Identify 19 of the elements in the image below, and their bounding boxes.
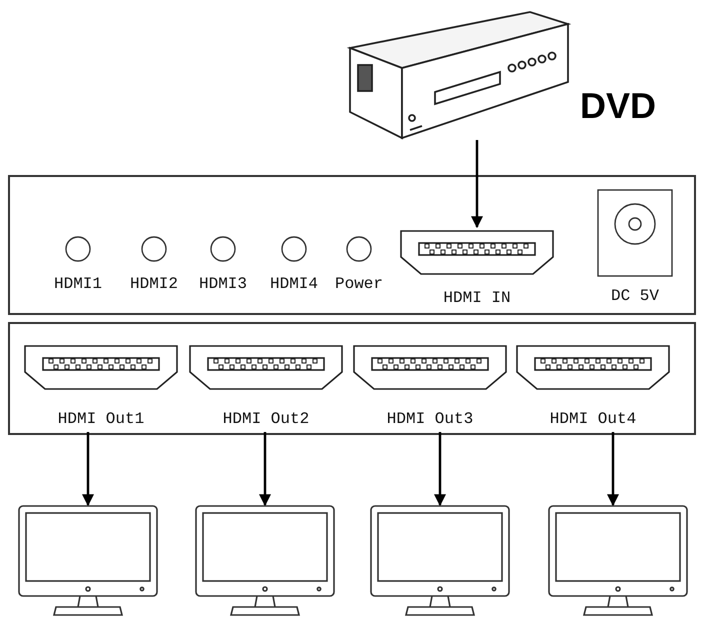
arrow bbox=[82, 432, 94, 506]
port-label: HDMI Out4 bbox=[550, 410, 636, 428]
port-label: Power bbox=[334, 275, 383, 293]
device-panel bbox=[8, 175, 696, 315]
port-label: HDMI3 bbox=[198, 275, 247, 293]
arrow bbox=[607, 432, 619, 506]
arrow bbox=[259, 432, 271, 506]
port-label: DC 5V bbox=[610, 287, 659, 305]
device-label: DVD bbox=[580, 85, 656, 127]
port-label: HDMI IN bbox=[443, 289, 511, 307]
port-label: HDMI4 bbox=[270, 275, 318, 293]
device-panel bbox=[8, 322, 696, 435]
port-label: HDMI Out3 bbox=[386, 410, 474, 428]
arrow bbox=[471, 140, 483, 228]
port-label: HDMI2 bbox=[130, 275, 178, 293]
port-label: HDMI Out1 bbox=[58, 410, 144, 428]
port-label: HDMI Out2 bbox=[222, 410, 310, 428]
port-label: HDMI1 bbox=[54, 275, 102, 293]
arrow bbox=[434, 432, 446, 506]
